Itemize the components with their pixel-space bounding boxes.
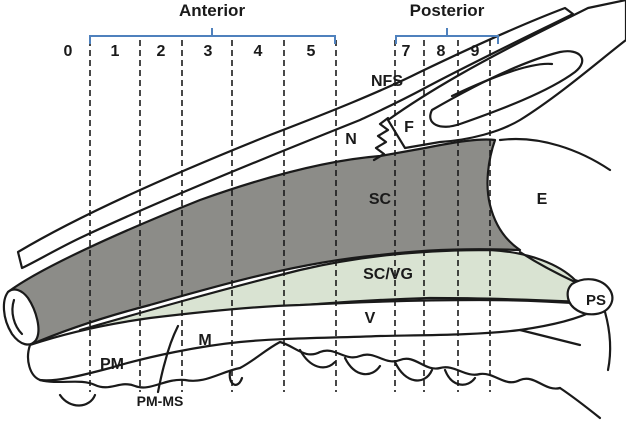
- nfs-label: NFS: [371, 73, 403, 90]
- section-number: 0: [64, 43, 73, 60]
- anterior-label: Anterior: [179, 1, 246, 20]
- ps-extension: [518, 310, 612, 372]
- frontal-cavity-outline: [429, 50, 584, 128]
- v-label: V: [365, 310, 376, 327]
- section-number: 2: [157, 43, 166, 60]
- ps-label: PS: [586, 292, 606, 309]
- section-number: 4: [254, 43, 263, 60]
- tooth-row-extension: [558, 386, 602, 420]
- e-region-boundary: [498, 138, 612, 172]
- anterior-bracket: [89, 28, 336, 44]
- maxilla-bone: [26, 298, 597, 382]
- e-label: E: [537, 191, 548, 208]
- nfs-suture: [372, 116, 390, 162]
- section-number: 5: [307, 43, 316, 60]
- m-label: M: [198, 332, 211, 349]
- section-number: 3: [204, 43, 213, 60]
- section-number: 9: [471, 43, 480, 60]
- posterior-bracket: [395, 28, 499, 44]
- section-number: 1: [111, 43, 120, 60]
- f-label: F: [404, 119, 414, 136]
- posterior-label: Posterior: [410, 1, 485, 20]
- n-label: N: [345, 131, 357, 148]
- rostral-tip-inner: [11, 298, 24, 336]
- frontal-inner-wall: [450, 62, 554, 98]
- tooth-row: [38, 340, 562, 390]
- nasal-bone: [16, 6, 575, 270]
- lower-jaw-outline: [58, 370, 244, 407]
- pmms-suture: [156, 324, 180, 394]
- tooth-root-detail: [298, 348, 477, 386]
- section-number: 7: [402, 43, 411, 60]
- scvg-label: SC/VG: [363, 266, 413, 283]
- ps-bone: [566, 278, 614, 316]
- sc-label: SC: [369, 191, 392, 208]
- pm-label: PM: [100, 356, 124, 373]
- section-number: 8: [437, 43, 446, 60]
- e-region-lower: [518, 250, 577, 284]
- pmms-label: PM-MS: [137, 393, 184, 409]
